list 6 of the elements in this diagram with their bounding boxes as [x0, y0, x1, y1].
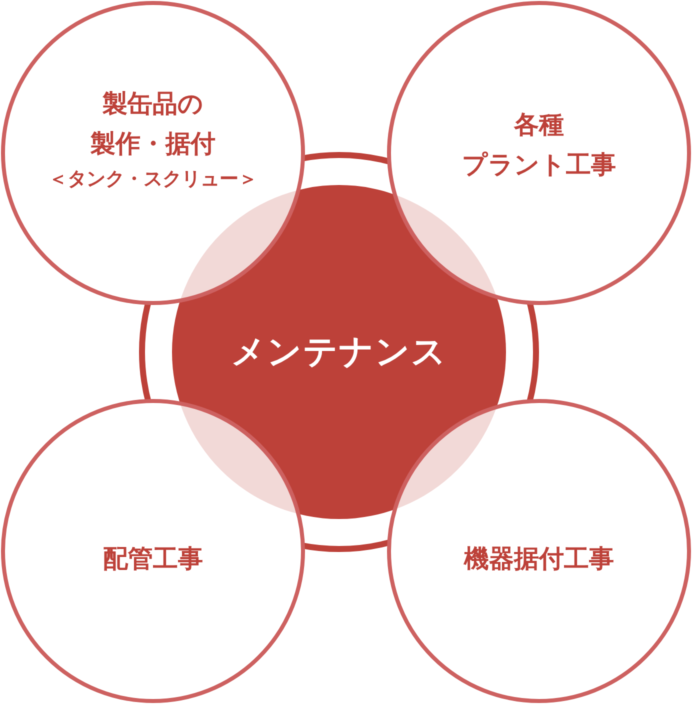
circle-label: 製缶品の製作・据付 — [90, 88, 216, 160]
circle-label: 機器据付工事 — [464, 543, 614, 575]
circle-subtitle: ＜タンク・スクリュー＞ — [48, 166, 258, 192]
circle-label: 配管工事 — [103, 543, 203, 575]
circle-label: 各種プラント工事 — [462, 109, 616, 181]
circle-label: メンテナンス — [231, 330, 447, 374]
